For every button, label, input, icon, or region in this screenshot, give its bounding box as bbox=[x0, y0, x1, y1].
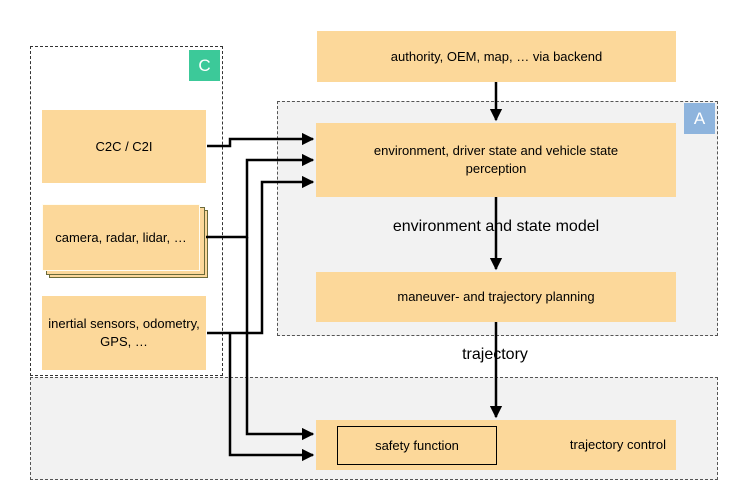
camera-label: camera, radar, lidar, … bbox=[55, 229, 187, 245]
safety-function-box: safety function bbox=[337, 426, 497, 465]
region-c-tag: C bbox=[189, 50, 220, 81]
region-a-tag: A bbox=[684, 103, 715, 134]
planning-box: maneuver- and trajectory planning bbox=[316, 272, 676, 322]
inertial-label: inertial sensors, odometry, GPS, … bbox=[48, 316, 200, 349]
c2c-box: C2C / C2I bbox=[42, 110, 206, 183]
perception-box: environment, driver state and vehicle st… bbox=[316, 123, 676, 197]
backend-label: authority, OEM, map, … via backend bbox=[390, 48, 603, 64]
camera-box: camera, radar, lidar, … bbox=[42, 204, 200, 271]
environment-model-label: environment and state model bbox=[316, 218, 676, 236]
backend-box: authority, OEM, map, … via backend bbox=[317, 31, 676, 82]
perception-label: environment, driver state and vehicle st… bbox=[373, 143, 619, 176]
inertial-box: inertial sensors, odometry, GPS, … bbox=[42, 296, 206, 370]
safety-function-label: safety function bbox=[375, 438, 459, 453]
planning-label: maneuver- and trajectory planning bbox=[397, 289, 595, 305]
trajectory-control-label: trajectory control bbox=[569, 437, 666, 453]
trajectory-label: trajectory bbox=[440, 346, 550, 364]
c2c-label: C2C / C2I bbox=[95, 138, 153, 154]
